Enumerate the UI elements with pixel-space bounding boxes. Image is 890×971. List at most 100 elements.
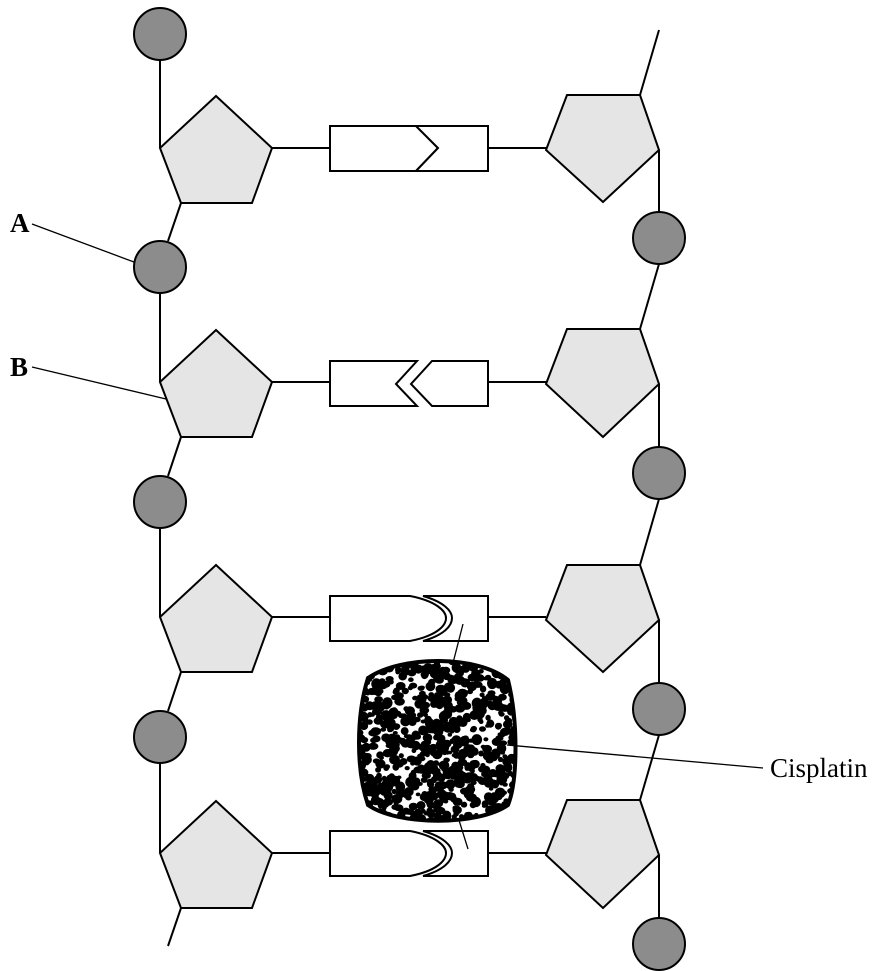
- cisplatin-speckle: [468, 739, 473, 743]
- cisplatin-speckle: [358, 797, 363, 802]
- cisplatin-speckle: [481, 654, 490, 662]
- label-a-leader: [32, 224, 134, 262]
- cisplatin-speckle: [443, 651, 453, 659]
- cisplatin-speckle: [432, 654, 437, 660]
- cisplatin-speckle: [421, 809, 426, 814]
- cisplatin-speckle: [434, 815, 444, 824]
- cisplatin-speckle: [512, 682, 522, 690]
- cisplatin-speckle: [503, 657, 510, 662]
- cisplatin-speckle: [512, 815, 522, 826]
- cisplatin-speckle: [508, 807, 514, 813]
- cisplatin-speckle: [457, 674, 462, 679]
- cisplatin-speckle: [448, 733, 453, 737]
- cisplatin-speckle: [439, 761, 450, 771]
- phosphate-circle: [134, 476, 186, 528]
- phosphate-circle: [134, 711, 186, 763]
- cisplatin-speckle: [417, 782, 423, 786]
- cisplatin-speckle: [355, 685, 363, 691]
- cisplatin-speckle: [360, 753, 370, 760]
- cisplatin-speckle: [426, 682, 436, 692]
- cisplatin-speckle: [379, 650, 389, 661]
- cisplatin-speckle: [442, 750, 448, 755]
- cisplatin-speckle: [471, 760, 480, 768]
- cisplatin-speckle: [360, 656, 365, 660]
- cisplatin-speckle: [491, 749, 501, 760]
- cisplatin-leader: [507, 745, 763, 768]
- cisplatin-speckle: [458, 754, 466, 761]
- cisplatin-speckle: [367, 816, 377, 825]
- cisplatin-speckle: [459, 697, 468, 705]
- cisplatin-speckle: [452, 663, 462, 673]
- cisplatin-speckle: [489, 787, 494, 791]
- cisplatin-speckle: [478, 656, 485, 662]
- cisplatin-speckle: [440, 701, 447, 707]
- cisplatin-speckle: [394, 760, 404, 768]
- cisplatin-speckle: [426, 807, 433, 814]
- cisplatin-speckle: [463, 822, 471, 829]
- phosphate-circle: [633, 447, 685, 499]
- cisplatin-speckle: [352, 820, 360, 827]
- sugar-pentagon: [160, 96, 272, 203]
- cisplatin-speckle: [456, 780, 465, 788]
- cisplatin-speckle: [466, 796, 474, 802]
- cisplatin-speckle: [421, 777, 428, 783]
- cisplatin-speckle: [470, 726, 476, 732]
- base-pointed: [411, 361, 488, 406]
- cisplatin-speckle: [463, 653, 469, 658]
- cisplatin-speckle: [374, 777, 379, 781]
- cisplatin-speckle: [506, 819, 512, 824]
- sugar-pentagon: [546, 800, 659, 908]
- sugar-pentagon: [160, 330, 272, 437]
- cisplatin-speckle: [514, 656, 524, 665]
- cisplatin-speckle: [513, 755, 522, 764]
- cisplatin-speckle: [489, 822, 494, 827]
- cisplatin-speckle: [476, 674, 485, 682]
- sugar-pentagon: [546, 329, 659, 437]
- cisplatin-speckle: [374, 798, 384, 806]
- cisplatin-speckle: [367, 780, 377, 789]
- cisplatin-speckle: [444, 692, 450, 697]
- cisplatin-speckle: [438, 787, 444, 794]
- cisplatin-speckle: [373, 652, 382, 662]
- cisplatin-speckle: [356, 695, 361, 699]
- cisplatin-speckle: [497, 660, 506, 667]
- base-notched: [330, 361, 417, 406]
- cisplatin-speckle: [420, 686, 425, 690]
- phosphate-circle: [633, 918, 685, 970]
- cisplatin-speckle: [354, 656, 364, 667]
- cisplatin-speckle: [421, 666, 430, 674]
- cisplatin-speckle: [395, 711, 401, 717]
- cisplatin-speckle: [487, 821, 496, 828]
- cisplatin-speckle: [399, 753, 404, 758]
- sugar-pentagon: [160, 801, 272, 908]
- cisplatin-speckle: [376, 728, 381, 733]
- cisplatin-speckle: [387, 728, 393, 732]
- sugar-pentagon: [160, 565, 272, 672]
- cisplatin-speckle: [506, 664, 511, 669]
- cisplatin-speckle: [515, 654, 521, 660]
- phosphate-circle: [134, 241, 186, 293]
- cisplatin-speckle: [478, 669, 483, 674]
- cisplatin-speckle: [405, 766, 410, 770]
- cisplatin-speckle: [396, 698, 402, 704]
- cisplatin-speckle: [401, 727, 409, 735]
- cisplatin-speckle: [354, 804, 362, 809]
- cisplatin-speckle: [422, 702, 430, 708]
- cisplatin-speckle: [410, 655, 416, 661]
- cisplatin-speckle: [356, 665, 361, 670]
- cisplatin-speckle: [483, 776, 492, 785]
- cisplatin-speckle: [504, 660, 512, 667]
- cisplatin-speckle: [402, 825, 406, 828]
- label-a: A: [10, 208, 30, 238]
- cisplatin-speckle: [490, 816, 497, 822]
- cisplatin-speckle: [360, 737, 368, 743]
- cisplatin-speckle: [513, 684, 518, 688]
- cisplatin-speckle: [366, 664, 376, 671]
- cisplatin-speckle: [452, 753, 458, 757]
- cisplatin-speckle: [484, 662, 488, 666]
- cisplatin-speckle: [390, 823, 396, 829]
- phosphate-circle: [134, 8, 186, 60]
- cisplatin-speckle: [369, 818, 378, 825]
- cisplatin-speckle: [366, 719, 373, 725]
- cisplatin-speckle: [358, 657, 368, 668]
